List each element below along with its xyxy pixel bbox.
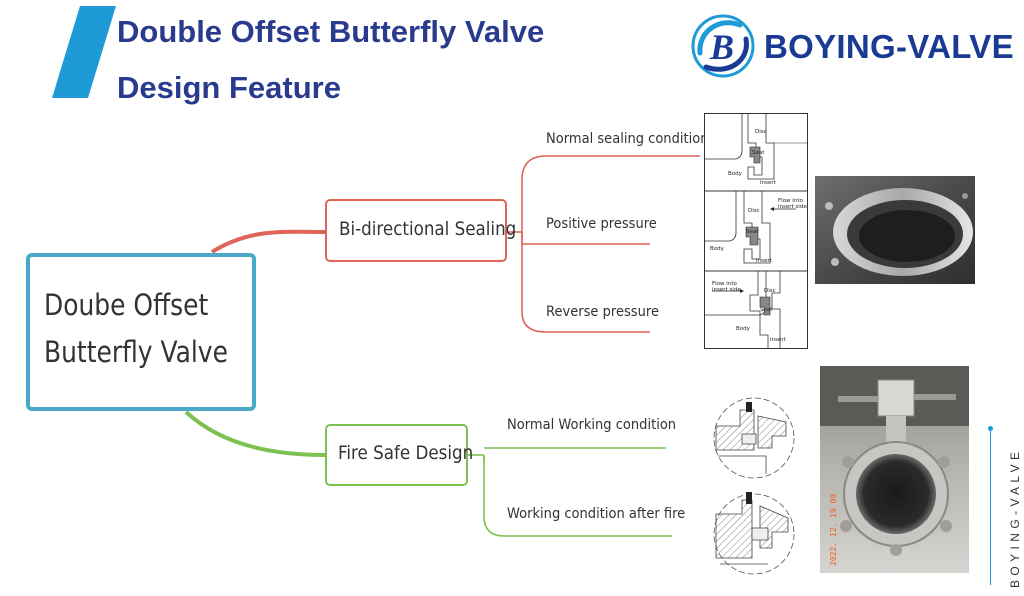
panel3-insert-label: Insert [770,337,786,343]
leaf-after-fire: Working condition after fire [507,506,686,522]
branch-label-fire-safe: Fire Safe Design [338,442,474,464]
panel1-insert-label: Insert [760,180,776,186]
leaf-positive-pressure: Positive pressure [546,216,657,232]
panel1-disc-label: Disc [755,129,767,135]
seal-panel-reverse [704,271,781,349]
fire-safe-normal-drawing [713,397,795,479]
panel1-seat-label: Seat [752,150,765,156]
panel1-body-label: Body [728,171,742,177]
leaf-reverse-pressure: Reverse pressure [546,304,659,320]
seal-cross-section-diagram [704,113,808,349]
seal-panel-positive [704,191,796,264]
panel3-body-label: Body [736,326,750,332]
panel3-disc-label: Disc [764,288,776,294]
branch-node-bidirectional-sealing [325,199,507,262]
branch-label-bidirectional-sealing: Bi-directional Sealing [339,218,517,240]
valve-seat-photo [815,176,975,284]
panel3-seat-label: Seat [760,307,773,313]
leaf-normal-working: Normal Working condition [507,417,677,433]
page-title-line1: Double Offset Butterfly Valve [117,14,545,49]
brand-name: BOYING-VALVE [764,28,1014,65]
photo-date-stamp: 2022. 12. 19 09 [829,494,838,566]
root-node [26,253,256,411]
boying-logo-icon: B [691,14,755,78]
root-node-label: Doube Offset Butterfly Valve [44,282,228,376]
panel2-disc-label: Disc [748,208,760,214]
vertical-brand-name: BOYING-VALVE [1008,447,1022,588]
root-label-line1: Doube Offset [44,288,209,322]
logo-letter: B [709,27,734,67]
branch-node-fire-safe [325,424,468,486]
side-accent-line [990,430,991,585]
panel2-body-label: Body [710,246,724,252]
valve-product-photo: 2022. 12. 19 09 [820,366,969,573]
title-accent-slash [52,6,116,98]
fire-safe-after-fire-drawing [713,492,795,575]
seal-panel-normal [704,113,808,180]
root-label-line2: Butterfly Valve [44,335,228,369]
side-accent-dot [988,426,993,431]
panel2-seat-label: Seat [746,229,759,235]
leaf-normal-sealing: Normal sealing condition [546,131,709,147]
panel2-insert-label: Insert [756,258,772,264]
page-title-line2: Design Feature [117,70,341,105]
